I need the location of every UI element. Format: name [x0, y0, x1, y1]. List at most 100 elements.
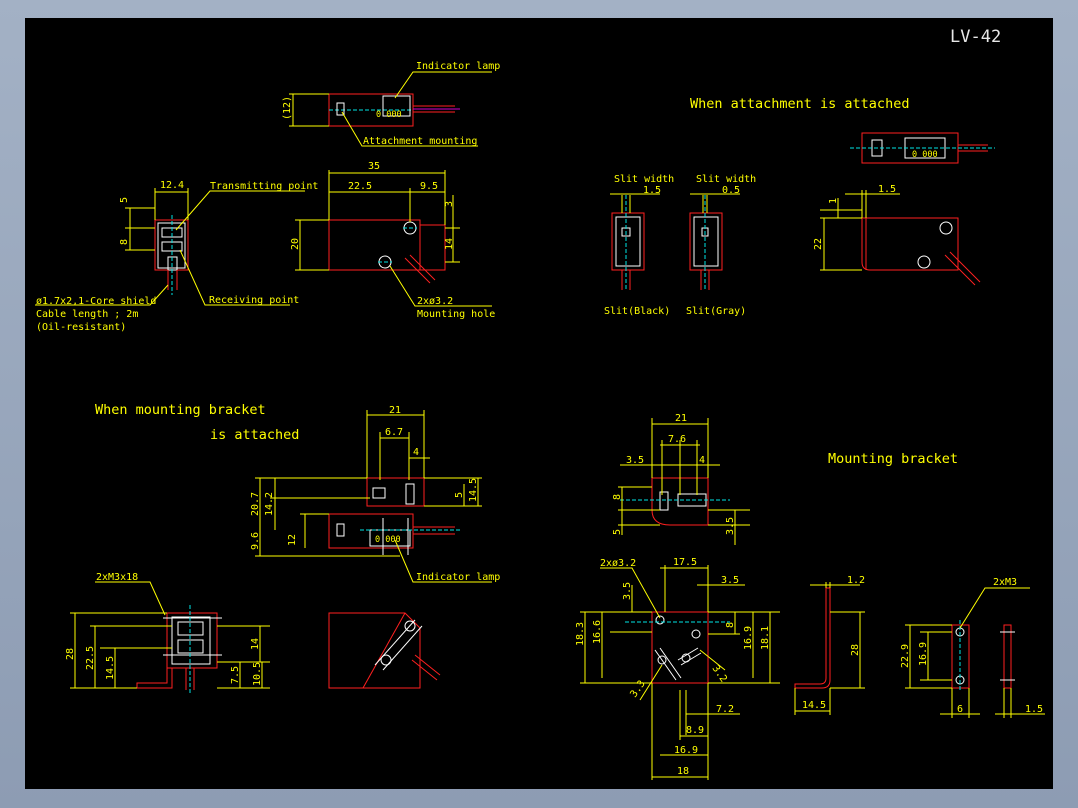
svg-text:22.9: 22.9: [900, 644, 911, 668]
svg-text:8: 8: [612, 494, 623, 500]
svg-text:8.9: 8.9: [686, 725, 704, 736]
svg-text:28: 28: [850, 644, 861, 656]
svg-text:5: 5: [612, 529, 623, 535]
screws-label: 2xM3x18: [96, 572, 138, 583]
svg-text:7.5: 7.5: [230, 666, 241, 684]
receiving-point-label: Receiving point: [209, 295, 299, 306]
svg-text:22.5: 22.5: [348, 181, 372, 192]
slit-black-view: Slit width 1.5 Slit(Black): [604, 174, 674, 317]
svg-text:1.5: 1.5: [1025, 704, 1043, 715]
svg-text:16.9: 16.9: [743, 626, 754, 650]
front-view: 12.4 5 8 Transmitting point Receiving po…: [35, 180, 318, 333]
mounting-hole-label: Mounting hole: [417, 309, 495, 320]
svg-text:(12): (12): [282, 96, 293, 120]
svg-text:18: 18: [677, 766, 689, 777]
attachment-top-view: 0 000: [850, 132, 995, 164]
bracket-attached-title-1: When mounting bracket: [95, 402, 266, 418]
drawing-canvas[interactable]: LV-42 0 000 (12) Indicator lamp Attachme…: [25, 18, 1053, 789]
svg-text:1.5: 1.5: [878, 184, 896, 195]
indicator-lamp-label: Indicator lamp: [416, 61, 500, 72]
svg-text:8: 8: [119, 239, 130, 245]
svg-text:6: 6: [957, 704, 963, 715]
bracket-attached-title-2: is attached: [210, 427, 299, 443]
technical-drawing: LV-42 0 000 (12) Indicator lamp Attachme…: [35, 27, 1045, 780]
svg-text:3.5: 3.5: [626, 455, 644, 466]
svg-text:3: 3: [444, 201, 455, 207]
svg-text:12: 12: [287, 534, 298, 546]
svg-text:22.5: 22.5: [85, 646, 96, 670]
svg-text:3.5: 3.5: [622, 582, 633, 600]
svg-text:1: 1: [828, 198, 839, 204]
svg-text:14: 14: [250, 638, 261, 650]
transmitting-point-label: Transmitting point: [210, 181, 318, 192]
svg-text:2xø3.2: 2xø3.2: [600, 558, 636, 569]
svg-text:16.9: 16.9: [918, 642, 929, 666]
svg-text:14.2: 14.2: [264, 492, 275, 516]
svg-text:28: 28: [65, 648, 76, 660]
svg-text:35: 35: [368, 161, 380, 172]
svg-text:18.1: 18.1: [760, 626, 771, 650]
svg-text:17.5: 17.5: [673, 557, 697, 568]
svg-text:0 000: 0 000: [912, 150, 938, 160]
svg-text:Slit width: Slit width: [614, 174, 674, 185]
svg-text:0 000: 0 000: [376, 110, 402, 120]
attachment-title: When attachment is attached: [690, 96, 909, 112]
svg-text:5: 5: [119, 197, 130, 203]
slit-black-label: Slit(Black): [604, 306, 670, 317]
mounting-bracket-title: Mounting bracket: [828, 451, 958, 467]
svg-text:2xø3.2: 2xø3.2: [417, 296, 453, 307]
bracket-front-view: 17.5 3.5 3.5 2xø3.2 18.3 16.6 8 16.9 18.…: [575, 557, 780, 780]
svg-text:21: 21: [675, 413, 687, 424]
svg-text:0 000: 0 000: [375, 535, 401, 545]
svg-text:Cable length ; 2m: Cable length ; 2m: [36, 309, 138, 320]
attachment-mounting-label: Attachment mounting: [363, 136, 477, 147]
svg-text:14.5: 14.5: [105, 656, 116, 680]
svg-text:2xM3: 2xM3: [993, 577, 1017, 588]
svg-text:20.7: 20.7: [250, 492, 261, 516]
svg-text:7.2: 7.2: [716, 704, 734, 715]
attachment-side-view: 1.5 1 22: [813, 184, 981, 286]
bracket-attached-top-view: 0 000 21 6.7 4 20.7 14.2 9.6 12 5 14.5: [250, 405, 500, 583]
svg-text:14.5: 14.5: [802, 700, 826, 711]
side-view: 35 22.5 9.5 20 3 14 2xø3.2 Mounting hole: [290, 161, 495, 320]
svg-text:4: 4: [699, 455, 705, 466]
svg-text:5: 5: [454, 492, 465, 498]
slit-gray-label: Slit(Gray): [686, 306, 746, 317]
svg-text:16.6: 16.6: [592, 620, 603, 644]
svg-text:0.5: 0.5: [722, 185, 740, 196]
svg-text:(Oil-resistant): (Oil-resistant): [36, 322, 126, 333]
svg-text:1.2: 1.2: [847, 575, 865, 586]
svg-text:9.5: 9.5: [420, 181, 438, 192]
svg-text:3.2: 3.2: [710, 663, 729, 684]
svg-text:6.7: 6.7: [385, 427, 403, 438]
svg-text:22: 22: [813, 238, 824, 250]
svg-text:18.3: 18.3: [575, 622, 586, 646]
svg-text:14.5: 14.5: [468, 478, 479, 502]
svg-text:Slit width: Slit width: [696, 174, 756, 185]
svg-text:20: 20: [290, 238, 301, 250]
bracket-attached-front-view: 2xM3x18 28 22.5 14.5 14 7.5 10.5: [65, 572, 270, 695]
svg-text:14: 14: [444, 238, 455, 250]
svg-text:21: 21: [389, 405, 401, 416]
svg-text:8: 8: [725, 622, 736, 628]
svg-text:7.6: 7.6: [668, 434, 686, 445]
svg-text:4: 4: [413, 447, 419, 458]
svg-text:10.5: 10.5: [252, 662, 263, 686]
svg-text:12.4: 12.4: [160, 180, 184, 191]
bracket-side-view: 1.2 28 14.5: [794, 575, 865, 715]
bracket-top-view: 21 7.6 3.5 4 8 5 3.5: [612, 413, 750, 545]
model-title: LV-42: [950, 27, 1001, 47]
top-view: 0 000 (12) Indicator lamp Attachment mou…: [282, 61, 500, 147]
svg-text:16.9: 16.9: [674, 745, 698, 756]
bracket-plate-view: 2xM3 22.9 16.9 6 1.5: [900, 577, 1045, 718]
svg-text:3.3: 3.3: [628, 679, 647, 700]
svg-text:9.6: 9.6: [250, 532, 261, 550]
slit-gray-view: Slit width 0.5 Slit(Gray): [686, 174, 756, 317]
indicator-lamp-label-2: Indicator lamp: [416, 572, 500, 583]
svg-text:3.5: 3.5: [725, 517, 736, 535]
svg-text:ø1.7x2,1-Core shield: ø1.7x2,1-Core shield: [36, 296, 156, 307]
svg-text:3.5: 3.5: [721, 575, 739, 586]
svg-text:1.5: 1.5: [643, 185, 661, 196]
bracket-attached-side-view: [328, 612, 441, 689]
